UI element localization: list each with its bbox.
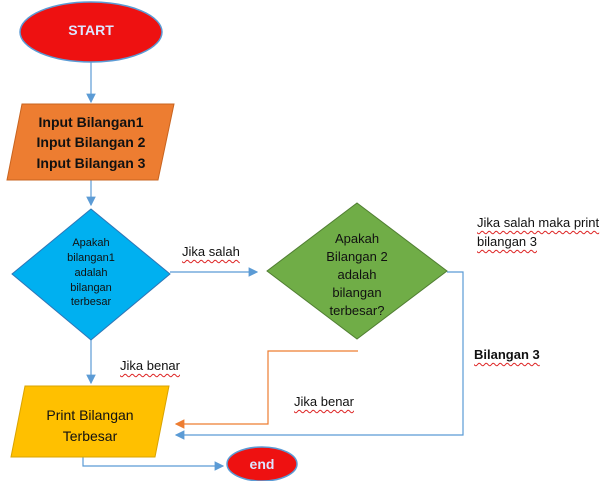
decision1-label: Apakah bilangan1 adalah bilangan terbesa… [50, 236, 132, 310]
decision2-line-4: bilangan [332, 284, 382, 300]
print-label: Print Bilangan Terbesar [24, 405, 156, 447]
decision1-line-2: bilangan1 [67, 251, 115, 264]
decision1-line-5: terbesar [70, 296, 112, 309]
arrow-decision2-true-to-print [174, 350, 358, 429]
input-line-1: Input Bilangan1 [38, 114, 144, 130]
input-label: Input Bilangan1 Input Bilangan 2 Input B… [20, 112, 162, 173]
label-jika-salah-maka: Jika salah maka print bilangan 3 [477, 213, 599, 251]
decision1-line-3: adalah [74, 266, 108, 279]
label-jika-salah-maka-line2: bilangan 3 [477, 234, 537, 249]
input-line-2: Input Bilangan 2 [36, 134, 146, 151]
label-bilangan-3-text: Bilangan 3 [474, 347, 540, 362]
decision2-diamond [266, 202, 448, 340]
start-label: START [68, 22, 114, 38]
end-label: end [249, 456, 275, 472]
input-parallelogram [6, 103, 175, 181]
arrow-decision2-false-to-print [174, 271, 464, 440]
decision2-line-1: Apakah [334, 231, 380, 246]
input-line-3: Input Bilangan 3 [36, 154, 146, 171]
print-parallelogram [10, 385, 170, 458]
arrow-print-to-end [82, 457, 225, 471]
start-terminator [19, 1, 163, 63]
label-jika-benar-2: Jika benar [294, 394, 354, 409]
decision2-line-5: terbesar? [329, 302, 385, 318]
decision2-label: Apakah Bilangan 2 adalah bilangan terbes… [307, 230, 407, 320]
decision2-line-2: Bilangan 2 [326, 248, 388, 264]
label-jika-benar-2-text: Jika benar [294, 394, 354, 409]
print-line-1: Print Bilangan [46, 407, 134, 423]
label-jika-salah-maka-line1: Jika salah maka print [477, 215, 600, 230]
label-jika-salah: Jika salah [182, 244, 240, 259]
decision1-line-4: bilangan [70, 281, 112, 294]
label-bilangan-3: Bilangan 3 [474, 347, 540, 362]
print-line-2: Terbesar [62, 428, 118, 444]
label-jika-benar-1-text: Jika benar [120, 358, 180, 373]
decision1-diamond [11, 208, 171, 341]
end-terminator [226, 446, 298, 481]
label-jika-benar-1: Jika benar [120, 358, 180, 373]
decision1-line-1: Apakah [72, 237, 110, 249]
label-jika-salah-text: Jika salah [182, 244, 240, 259]
decision2-line-3: adalah [337, 266, 377, 282]
